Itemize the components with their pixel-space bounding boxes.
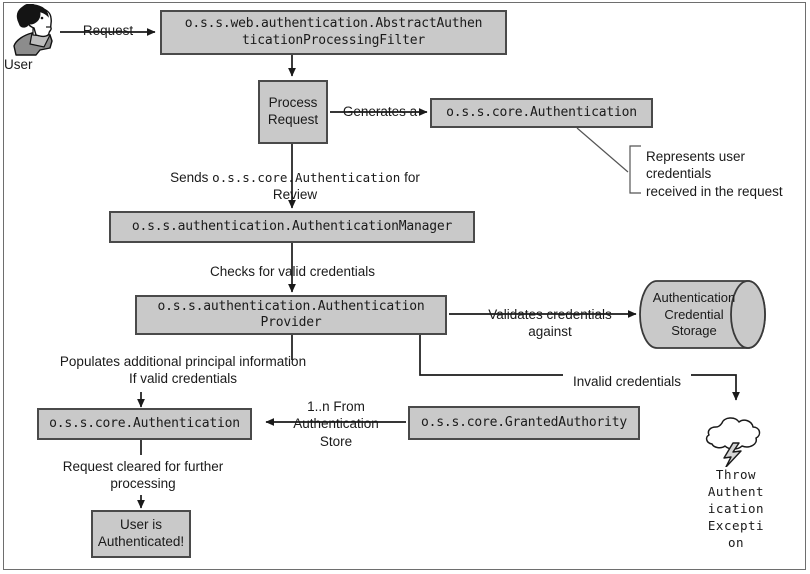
node-label: User is Authenticated! [97,517,185,549]
node-granted-authority[interactable]: o.s.s.core.GrantedAuthority [408,406,640,440]
node-label: Authentication Credential Storage [652,290,736,339]
sends-suffix: for Review [272,170,420,203]
callout-bracket [629,145,641,194]
edge-label-checks-valid-credentials: Checks for valid credentials [209,264,376,279]
edge-invalid-credentials [419,335,563,376]
sends-class-name: o.s.s.core.Authentication [212,170,401,185]
node-authentication-credential-storage[interactable]: Authentication Credential Storage [639,280,766,349]
exception-cloud-icon [700,405,772,468]
node-authentication-provider[interactable]: o.s.s.authentication.Authentication Prov… [135,295,447,335]
edge-label-sends-for-review: Sends o.s.s.core.Authentication for Revi… [150,169,440,204]
node-core-authentication-top[interactable]: o.s.s.core.Authentication [430,98,653,128]
node-label: o.s.s.web.authentication.AbstractAuthen … [184,16,483,48]
edge-label-invalid-credentials: Invalid credentials [563,373,691,391]
user-actor-label: User [4,57,33,72]
node-label: o.s.s.core.Authentication [446,104,637,120]
edge-label-generates-a: Generates a [342,104,418,119]
edge-label-validates-credentials-against: Validates credentials against [488,307,612,340]
edge-invalid-credentials-to-cloud [690,374,740,401]
node-label: o.s.s.core.Authentication [49,415,240,431]
node-label: o.s.s.core.GrantedAuthority [421,414,627,430]
edge-label-request: Request [82,23,134,38]
sends-prefix: Sends [170,170,213,185]
node-authentication-manager[interactable]: o.s.s.authentication.AuthenticationManag… [109,211,475,243]
edge-label-populates-principal-information: Populates additional principal informati… [59,354,307,387]
diagram-frame-border [3,2,806,570]
node-label: Process Request [267,95,319,127]
throw-authentication-exception-label: Throw Authent ication Excepti on [707,467,765,550]
node-user-is-authenticated[interactable]: User is Authenticated! [91,510,191,558]
node-label: o.s.s.authentication.Authentication Prov… [157,298,425,330]
edge-label-request-cleared-for-processing: Request cleared for further processing [62,459,224,492]
edge-label-one-to-n-from-authentication-store: 1..n From Authentication Store [293,399,379,449]
node-process-request[interactable]: Process Request [258,80,328,144]
callout-leader-line [576,127,629,173]
database-cylinder-icon [639,280,766,349]
node-abstract-authentication-processing-filter[interactable]: o.s.s.web.authentication.AbstractAuthen … [160,10,507,55]
user-profile-icon [6,3,68,56]
node-label: o.s.s.authentication.AuthenticationManag… [131,218,453,234]
node-core-authentication-bottom[interactable]: o.s.s.core.Authentication [37,408,252,440]
callout-represents-user-credentials: Represents user credentials received in … [646,149,783,199]
